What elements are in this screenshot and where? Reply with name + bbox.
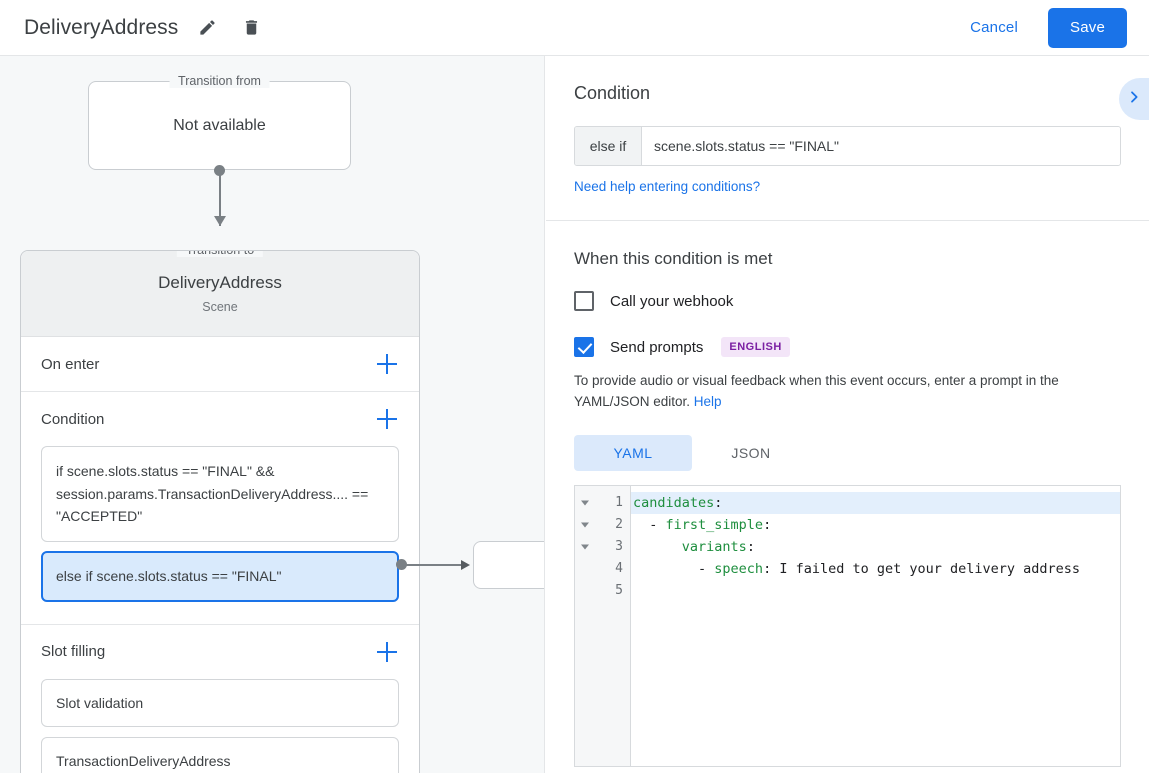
cancel-button[interactable]: Cancel [958,11,1030,44]
code-indent [633,539,682,555]
line-number: 4 [615,561,623,577]
send-prompts-row[interactable]: Send prompts ENGLISH [574,337,1121,357]
condition-input-row: else if [574,126,1121,166]
fold-toggle-icon[interactable] [581,544,589,550]
connector-line-vertical [219,170,221,226]
slot-validation-item[interactable]: Slot validation [41,678,399,727]
code-colon: : [763,560,772,577]
condition-expression-input[interactable] [642,127,1120,165]
code-line[interactable] [631,580,1120,602]
tab-json[interactable]: JSON [692,435,810,471]
trash-icon [242,18,261,37]
code-line[interactable]: - first_simple: [631,514,1120,536]
tab-yaml[interactable]: YAML [574,434,692,471]
panel-divider [546,220,1149,221]
fold-toggle-icon[interactable] [581,522,589,528]
call-webhook-label: Call your webhook [610,292,734,310]
transition-from-title: Not available [173,116,266,134]
code-key: variants [681,538,747,555]
condition-block: Condition else if Need help entering con… [546,56,1149,220]
section-slot-filling: Slot filling Slot validation Transaction… [21,625,419,773]
transition-to-header[interactable]: DeliveryAddress Scene [21,251,419,337]
slot-item[interactable]: TransactionDeliveryAddress [41,736,399,773]
condition-heading: Condition [574,83,651,103]
line-number: 2 [615,517,623,533]
prompts-helper-text: To provide audio or visual feedback when… [574,371,1121,413]
yaml-editor[interactable]: 1 2 3 4 5 candidates: - first_simple: va… [574,484,1121,767]
add-condition-button[interactable] [375,407,399,431]
editor-code-area[interactable]: candidates: - first_simple: variants: - … [631,486,1120,766]
top-app-bar: DeliveryAddress Cancel Save [0,0,1149,56]
code-value: I failed to get your delivery address [771,560,1081,577]
prompts-helper-sentence: To provide audio or visual feedback when… [574,373,1059,409]
code-indent: - [633,560,715,577]
delete-button[interactable] [236,13,266,43]
section-condition: Condition if scene.slots.status == "FINA… [21,392,419,625]
gutter-line[interactable]: 1 [575,492,630,514]
gutter-line[interactable]: 4 [575,558,630,580]
section-on-enter-header: On enter [41,337,399,391]
code-key: speech [714,560,764,577]
pencil-icon [198,18,217,37]
page-title: DeliveryAddress [24,15,179,39]
section-on-enter-title: On enter [41,355,100,373]
code-colon: : [714,494,723,511]
section-condition-title: Condition [41,410,105,428]
code-indent: - [633,516,666,533]
transition-from-legend: Transition from [169,74,270,88]
when-condition-met-block: When this condition is met Call your web… [546,221,1149,767]
language-badge: ENGLISH [721,337,790,357]
condition-item[interactable]: if scene.slots.status == "FINAL" && sess… [41,446,399,543]
line-number: 1 [615,495,623,511]
code-colon: : [746,538,755,555]
edge-line-horizontal [401,564,463,566]
section-condition-header: Condition [41,392,399,446]
edge-arrow-right [461,560,470,570]
fold-toggle-icon[interactable] [581,500,589,506]
expand-panel-button[interactable] [1119,78,1149,120]
section-on-enter: On enter [21,337,419,392]
code-key: candidates [633,494,715,511]
code-line[interactable]: variants: [631,536,1120,558]
condition-block-spacer [574,196,1121,220]
when-condition-met-heading: When this condition is met [574,249,773,268]
chevron-right-icon [1126,89,1142,110]
code-colon: : [763,516,772,533]
add-slot-filling-button[interactable] [375,640,399,664]
gutter-line[interactable]: 3 [575,536,630,558]
connector-arrow-down [214,216,226,226]
code-line[interactable]: - speech: I failed to get your delivery … [631,558,1120,580]
prompts-help-link[interactable]: Help [693,393,722,409]
webhook-row[interactable]: Call your webhook [574,291,1121,311]
transition-from-node[interactable]: Transition from Not available [88,74,351,170]
section-slot-filling-header: Slot filling [41,625,399,679]
line-number: 3 [615,539,623,555]
add-on-enter-button[interactable] [375,352,399,376]
transition-to-subtitle: Scene [202,300,238,314]
code-key: first_simple [665,516,764,533]
call-webhook-checkbox[interactable] [574,291,594,311]
transition-to-legend: Transition to [176,251,264,257]
transition-to-title: DeliveryAddress [158,273,282,292]
send-prompts-label: Send prompts [610,338,704,356]
send-prompts-checkbox[interactable] [574,337,594,357]
graph-panel: Transition from Not available Transition… [0,56,545,773]
gutter-line[interactable]: 2 [575,514,630,536]
editor-format-tabs: YAML JSON [574,434,1121,471]
edit-button[interactable] [192,13,222,43]
transition-to-node: Transition to DeliveryAddress Scene On e… [20,250,420,773]
code-line[interactable]: candidates: [631,491,1120,514]
editor-gutter: 1 2 3 4 5 [575,485,631,766]
target-node-stub[interactable] [473,541,544,589]
save-button[interactable]: Save [1048,7,1127,48]
condition-prefix-label: else if [575,127,642,165]
condition-help-link[interactable]: Need help entering conditions? [574,179,761,194]
detail-panel: Condition else if Need help entering con… [546,56,1149,773]
section-slot-filling-title: Slot filling [41,643,106,661]
gutter-line[interactable]: 5 [575,580,630,602]
condition-item-selected[interactable]: else if scene.slots.status == "FINAL" [41,551,399,602]
line-number: 5 [615,583,623,599]
